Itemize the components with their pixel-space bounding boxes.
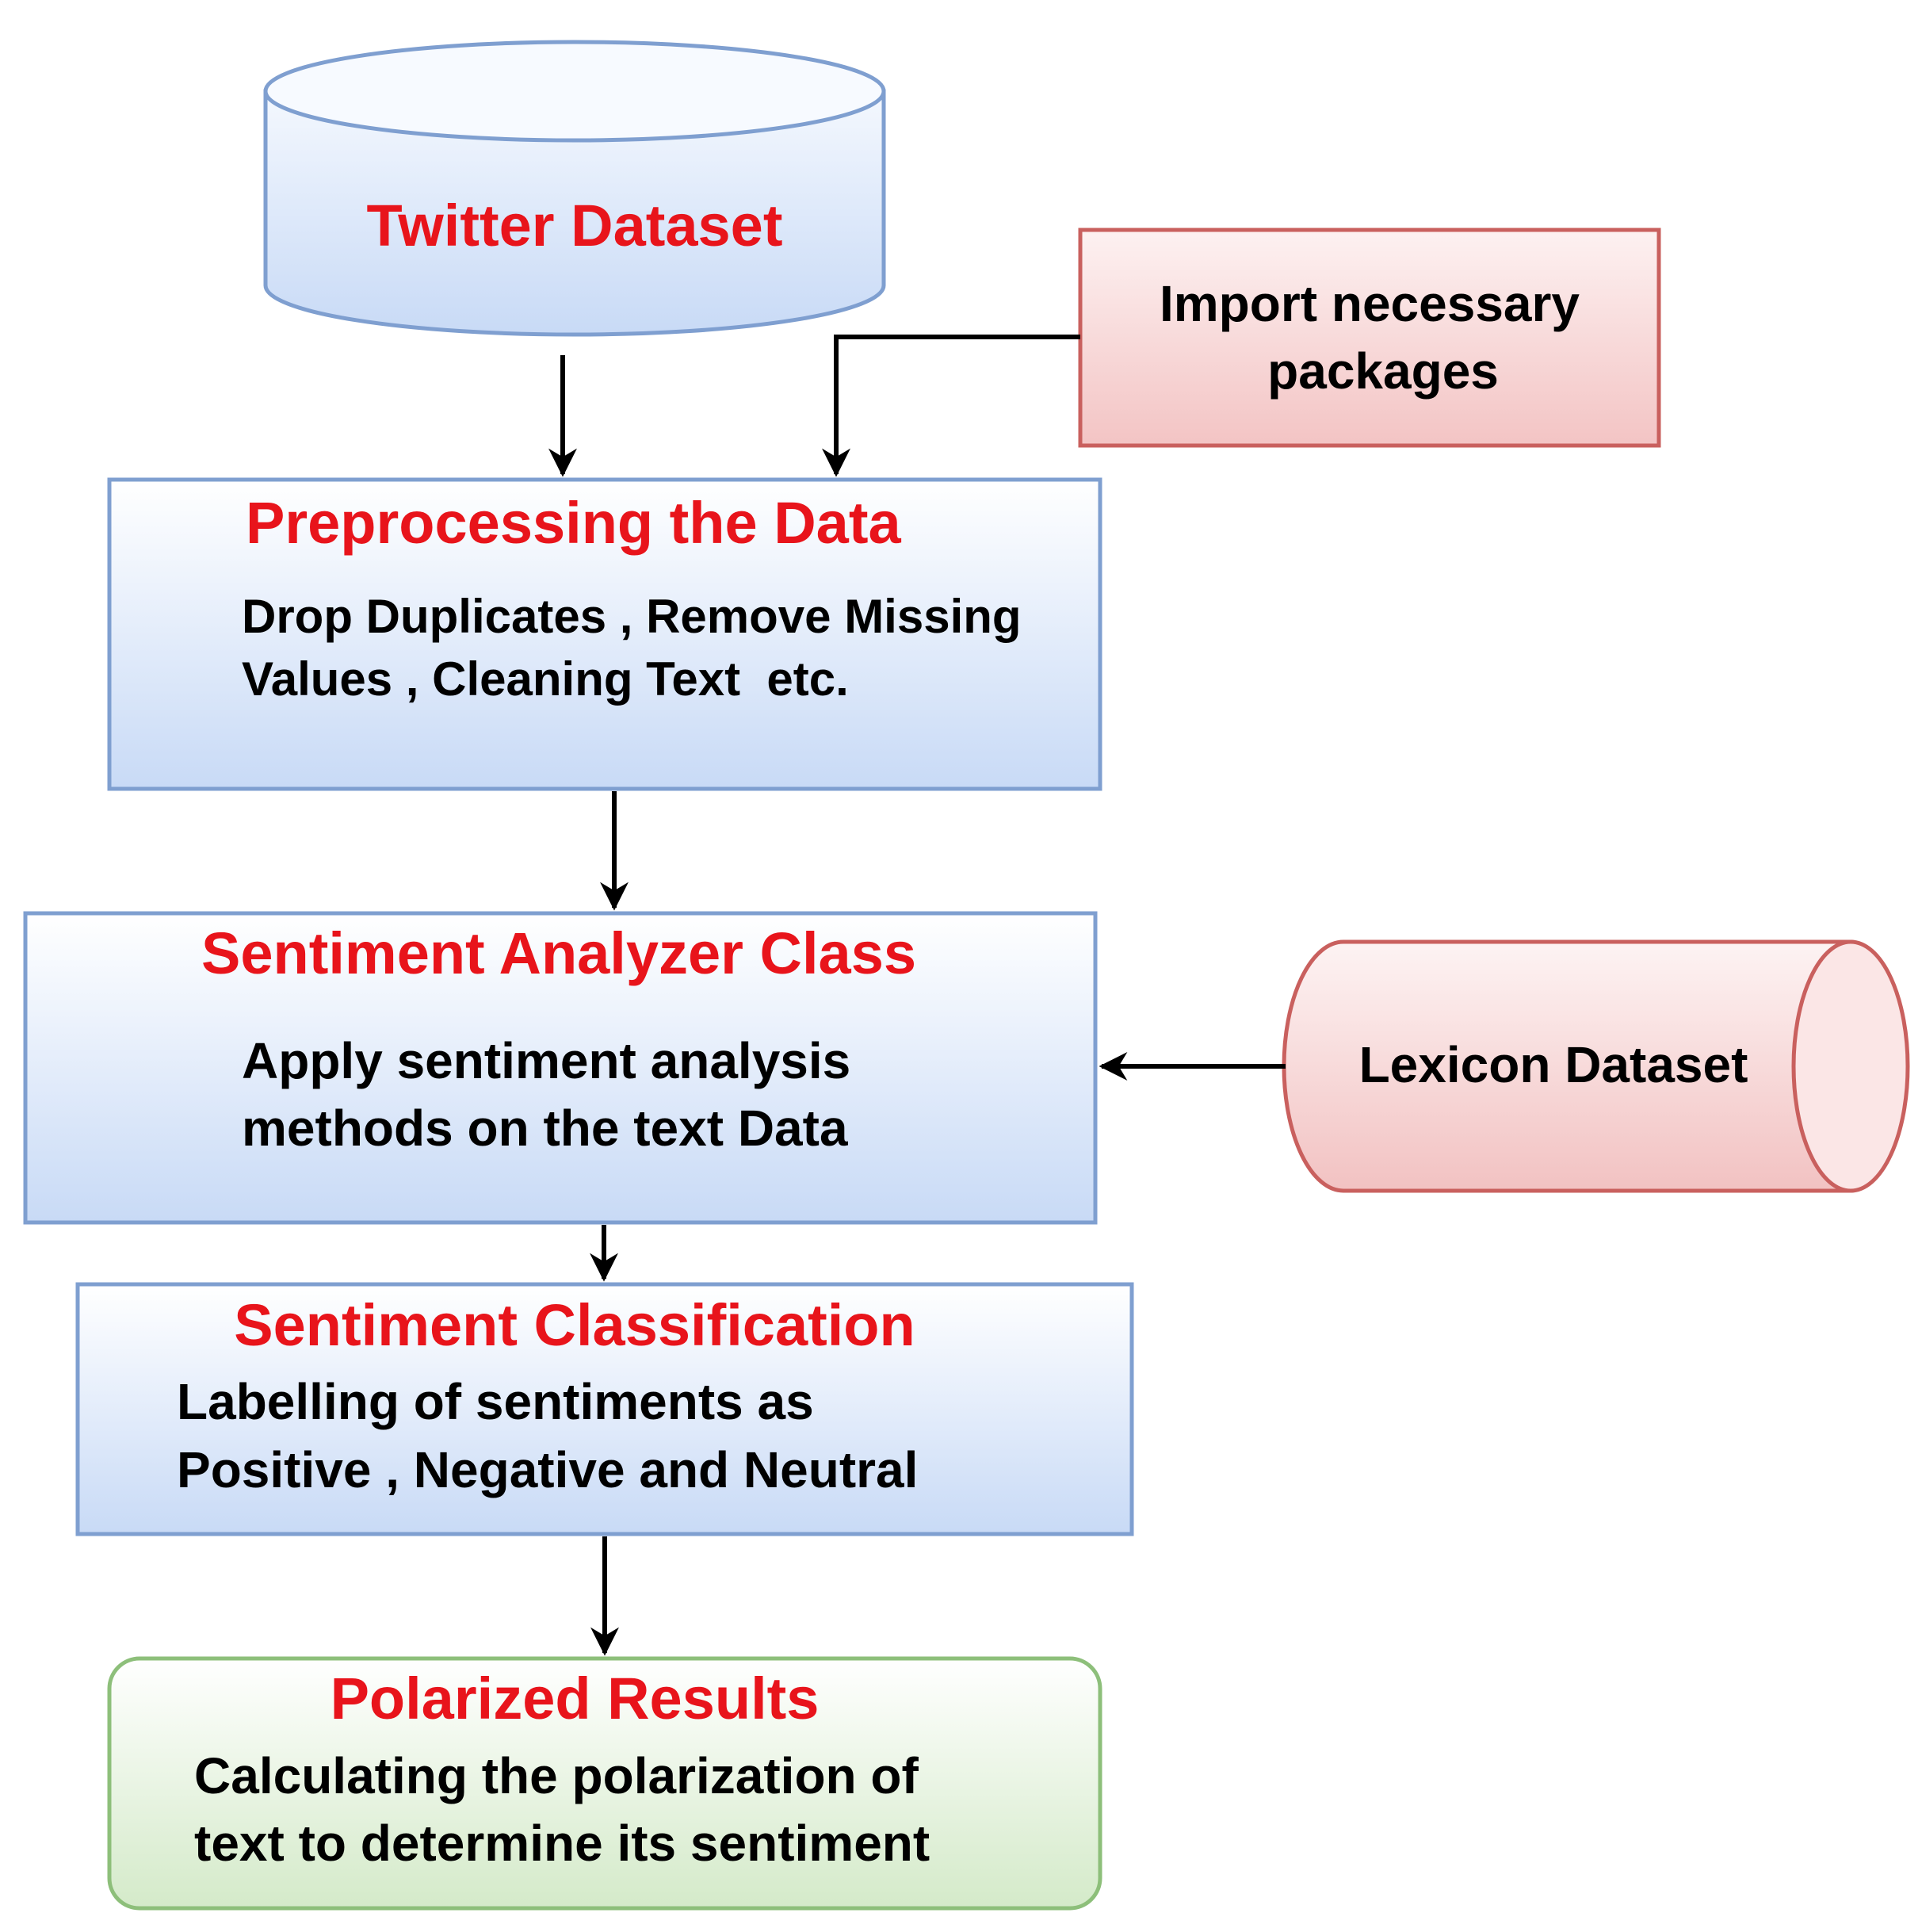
results-line-2: text to determine its sentiment [194,1815,930,1872]
node-lexicon-dataset: Lexicon Dataset [1282,939,1910,1193]
classification-box [75,1282,1134,1536]
edges [548,335,1286,1656]
node-twitter-dataset: Twitter Dataset [263,40,886,337]
analyzer-line-2: methods on the text Data [242,1100,848,1157]
node-sentiment-classification: Sentiment Classification Labelling of se… [75,1282,1134,1536]
results-line-1: Calculating the polarization of [194,1747,919,1804]
node-polarized-results: Polarized Results Calculating the polari… [107,1656,1102,1911]
preprocessing-box [107,477,1102,791]
results-box [107,1656,1102,1911]
preprocessing-line-1: Drop Duplicates , Remove Missing [242,590,1022,643]
preprocessing-title: Preprocessing the Data [246,490,901,556]
analyzer-line-1: Apply sentiment analysis [242,1032,850,1089]
classification-line-2: Positive , Negative and Neutral [177,1441,918,1498]
preprocessing-line-2: Values , Cleaning Text etc. [242,652,849,706]
edge-import-to-preprocessing [822,335,1080,477]
lexicon-cylinder-body [1282,939,1853,1193]
import-line-2: packages [1267,342,1499,400]
twitter-cylinder-body [263,89,886,337]
lexicon-cylinder-end [1791,939,1910,1193]
import-line-1: Import necessary [1160,275,1580,332]
node-sentiment-analyzer: Sentiment Analyzer Class Apply sentiment… [23,911,1098,1225]
classification-line-1: Labelling of sentiments as [177,1373,814,1430]
import-box [1078,228,1661,448]
node-preprocessing: Preprocessing the Data Drop Duplicates ,… [107,477,1102,791]
twitter-dataset-title: Twitter Dataset [367,193,783,258]
lexicon-dataset-title: Lexicon Dataset [1359,1036,1748,1093]
twitter-cylinder-top [263,40,886,143]
node-import-packages: Import necessary packages [1078,228,1661,448]
classification-title: Sentiment Classification [234,1292,915,1358]
results-title: Polarized Results [331,1666,820,1731]
analyzer-title: Sentiment Analyzer Class [201,920,916,986]
analyzer-box [23,911,1098,1225]
